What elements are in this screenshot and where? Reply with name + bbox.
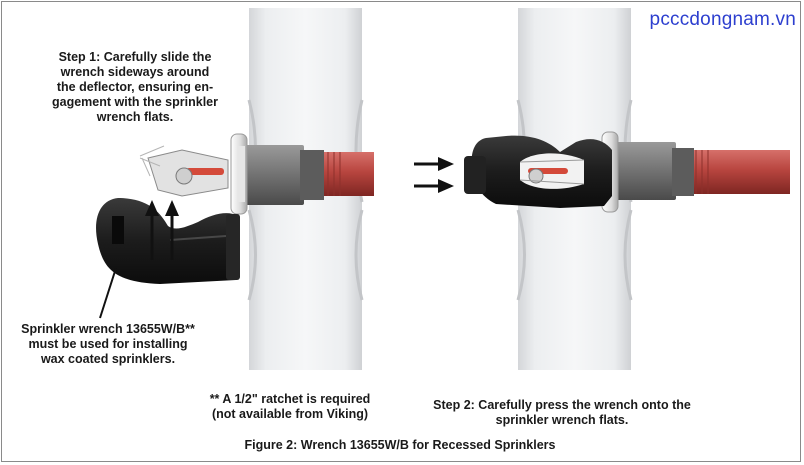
- wrench-leader-line: [99, 267, 117, 319]
- left-pipe: [322, 152, 374, 196]
- step2-instruction: Step 2: Carefully press the wrench onto …: [433, 398, 691, 427]
- up-arrows: [145, 200, 179, 260]
- step1-instruction: Step 1: Carefully slide the wrench sidew…: [51, 50, 218, 124]
- right-wrench: [464, 135, 612, 208]
- figure-caption: Figure 2: Wrench 13655W/B for Recessed S…: [244, 438, 556, 452]
- left-fitting: [244, 145, 324, 205]
- right-fitting: [614, 142, 694, 200]
- watermark-text: pcccdongnam.vn: [649, 9, 796, 30]
- left-escutcheon: [230, 133, 248, 215]
- left-wrench: [96, 198, 240, 284]
- wrench-note: Sprinkler wrench 13655W/B** must be used…: [21, 322, 195, 366]
- left-sprinkler: [139, 145, 229, 197]
- ratchet-note: ** A 1/2" ratchet is required (not avail…: [209, 392, 371, 421]
- right-arrows: [414, 157, 454, 193]
- right-pipe: [690, 150, 790, 194]
